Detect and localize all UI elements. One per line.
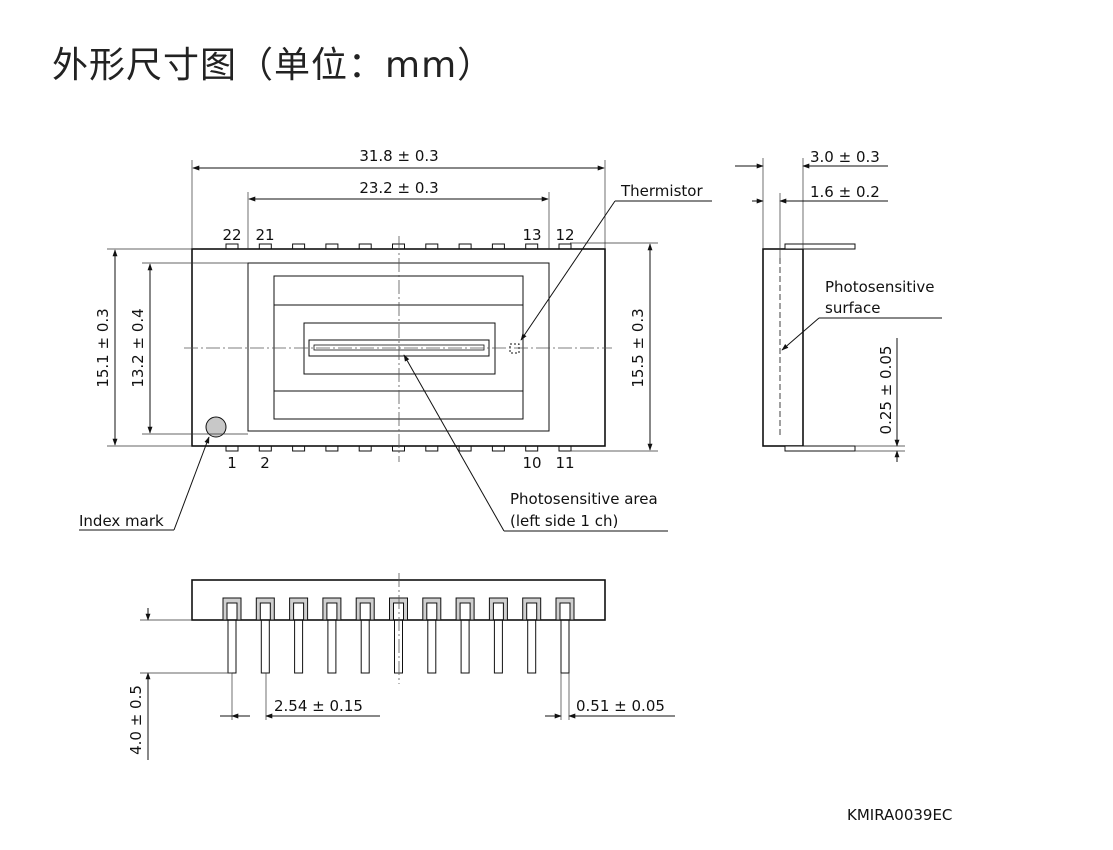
thermistor-marker [509,343,520,354]
bottom-pins [225,445,572,452]
lead-top-side [784,243,856,250]
dim-lead-length: 4.0 ± 0.5 [127,685,145,755]
lead-pad [355,597,375,621]
index-mark [205,416,227,438]
dim-lead-width: 0.51 ± 0.05 [576,697,665,715]
dim-overall-width: 15.1 ± 0.3 [94,308,112,387]
lead-front [327,611,337,674]
dim-lead-thickness: 0.25 ± 0.05 [877,346,895,435]
sensor-chip [303,322,496,375]
dim-inner-length: 23.2 ± 0.3 [359,179,438,197]
dim-inner-width: 13.2 ± 0.4 [129,308,147,387]
lead-front [394,611,403,674]
lead-front [427,611,437,674]
callout-photo-area-line1: Photosensitive area [510,490,658,508]
callout-thermistor: Thermistor [620,182,703,200]
pin-label-1: 1 [227,454,237,472]
pin-label-2: 2 [260,454,270,472]
lead-front [260,611,270,674]
lead-pad [389,597,408,621]
window-frame [247,262,550,432]
lead-front [527,611,537,674]
lead-bottom-side [784,445,856,452]
lead-front [460,611,470,674]
lead-pad [488,597,508,621]
lead-pad [555,597,575,621]
lead-front [227,611,237,674]
top-view: 31.8 ± 0.3 23.2 ± 0.3 22 21 13 12 1 2 10… [79,147,712,532]
lead-front [560,611,570,674]
lead-pad [455,597,475,621]
drawing-code: KMIRA0039EC [847,806,952,824]
lead-front [294,611,304,674]
pin-label-13: 13 [522,226,541,244]
dim-thickness: 3.0 ± 0.3 [810,148,880,166]
dim-surface-depth: 1.6 ± 0.2 [810,183,880,201]
lead-pad [289,597,309,621]
window-inner [273,275,524,420]
lead-pad [222,597,242,621]
callout-surface-line1: Photosensitive [825,278,934,296]
pin-label-12: 12 [555,226,574,244]
page-title: 外形尺寸图（单位：mm） [52,45,495,86]
lead-front [493,611,503,674]
lead-pad [422,597,442,621]
lead-pad [255,597,275,621]
lead-pad [322,597,342,621]
callout-surface-line2: surface [825,299,880,317]
callout-photo-area-line2: (left side 1 ch) [510,512,618,530]
dim-right-width: 15.5 ± 0.3 [629,308,647,387]
package-body-top [191,248,606,447]
dim-pitch: 2.54 ± 0.15 [274,697,363,715]
pin-label-22: 22 [222,226,241,244]
lead-pad [522,597,542,621]
callout-index-mark: Index mark [79,512,164,530]
pin-label-21: 21 [255,226,274,244]
package-body-side [762,248,804,447]
side-view: 3.0 ± 0.3 1.6 ± 0.2 Photosensitive surfa… [735,148,942,462]
front-view: 4.0 ± 0.5 2.54 ± 0.15 0.51 ± 0.05 [127,573,675,760]
lead-front [360,611,370,674]
front-leads [227,611,570,674]
pin-label-11: 11 [555,454,574,472]
pin-label-10: 10 [522,454,541,472]
front-lead-pads [222,597,575,621]
dim-overall-length: 31.8 ± 0.3 [359,147,438,165]
